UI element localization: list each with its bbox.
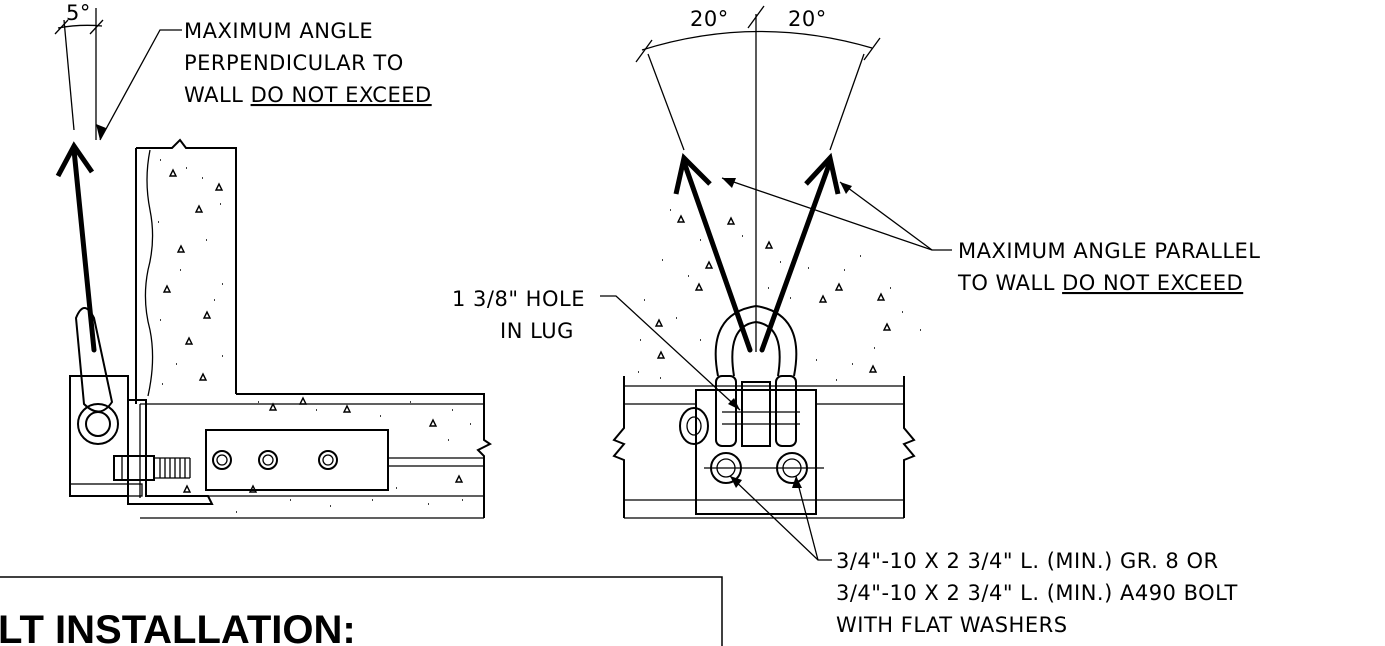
tube-hole-2	[258, 450, 278, 470]
hole-note-leader	[600, 295, 741, 411]
shackle-bow-outer	[714, 304, 798, 377]
left-limit-line	[647, 53, 685, 151]
svg-text:WALL DO NOT EXCEED: WALL DO NOT EXCEED	[184, 83, 432, 107]
tube-hole-3	[318, 450, 338, 470]
shackle-pin	[741, 381, 771, 447]
svg-text:TO WALL DO NOT EXCEED: TO WALL DO NOT EXCEED	[957, 271, 1243, 295]
angle-20-right-label: 20°	[788, 7, 827, 31]
tube-hole-1	[212, 450, 232, 470]
perpendicular-note-leader	[99, 29, 182, 141]
installation-heading: LT INSTALLATION:	[0, 608, 356, 646]
sling-link	[74, 307, 114, 413]
lug-bracket	[695, 389, 817, 515]
right-parallel-force-arrow	[759, 159, 833, 353]
bolt-note-leader-2	[795, 475, 819, 561]
bolt-note-line-2: 3/4"-10 X 2 3/4" L. (MIN.) A490 BOLT	[836, 581, 1238, 605]
angle-5-label: 5°	[66, 1, 91, 25]
parallel-note-line-2: TO WALL	[957, 271, 1062, 295]
lug-hole	[77, 403, 119, 445]
concrete-stipple-left	[158, 159, 471, 513]
floor-slab	[236, 393, 492, 518]
shackle-pin-eye	[679, 407, 709, 445]
bolt-threads	[154, 457, 191, 479]
shackle-bow-inner	[731, 320, 781, 377]
perpendicular-note-emphasis: DO NOT EXCEED	[251, 83, 432, 107]
perpendicular-note-line-1: MAXIMUM ANGLE	[184, 19, 373, 43]
parallel-note-leader-2	[839, 181, 933, 251]
slab-right-edge	[902, 376, 916, 518]
angle-20-left-label: 20°	[690, 7, 729, 31]
angle-arc-20	[641, 30, 873, 51]
embedded-tube	[205, 429, 389, 491]
parallel-note-emphasis: DO NOT EXCEED	[1062, 271, 1243, 295]
bolt-note-line-1: 3/4"-10 X 2 3/4" L. (MIN.) GR. 8 OR	[836, 549, 1219, 573]
perpendicular-force-arrow	[71, 147, 97, 353]
installation-heading-box: LT INSTALLATION:	[0, 576, 723, 646]
bolt-head	[113, 455, 155, 481]
hole-note-line-2: IN LUG	[500, 319, 574, 343]
bolt-note-line-3: WITH FLAT WASHERS	[836, 613, 1068, 637]
slab-left-edge	[612, 376, 626, 518]
perpendicular-note-line-2: PERPENDICULAR TO	[184, 51, 404, 75]
tilted-reference-line	[63, 19, 75, 131]
left-parallel-arrowhead	[673, 153, 712, 195]
right-view: 20° 20° MAXIMUM ANGLE PARALLEL TO WALL D…	[452, 5, 1261, 637]
shackle-leg-right	[775, 375, 797, 447]
right-limit-line	[829, 53, 865, 151]
parallel-note-line-1: MAXIMUM ANGLE PARALLEL	[958, 239, 1261, 263]
concrete-stipple-right	[638, 209, 921, 381]
hole-note-line-1: 1 3/8" HOLE	[452, 287, 585, 311]
left-view: 5° MAXIMUM ANGLE PERPENDICULAR TO WALL D…	[54, 1, 492, 519]
wall-panel-vertical	[136, 138, 237, 394]
perpendicular-note-line-3: WALL	[184, 83, 251, 107]
perpendicular-arrowhead	[55, 141, 95, 178]
shackle-leg-left	[715, 375, 737, 447]
left-parallel-force-arrow	[681, 159, 753, 353]
right-parallel-arrowhead	[804, 152, 841, 195]
